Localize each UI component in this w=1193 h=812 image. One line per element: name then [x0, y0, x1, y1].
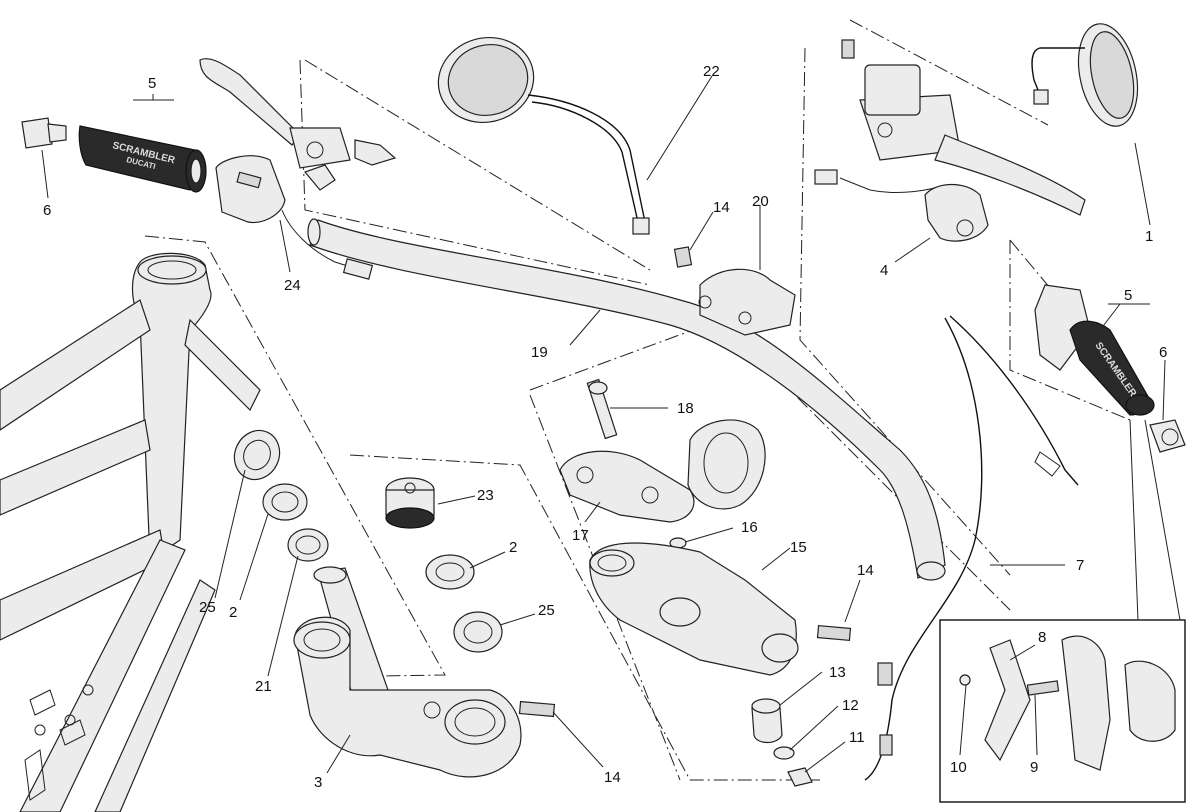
callout-14-right: 14: [857, 562, 874, 579]
callout-24: 24: [284, 277, 301, 294]
callout-21: 21: [255, 678, 272, 695]
callout-17: 17: [572, 527, 589, 544]
callout-5-left: 5: [148, 75, 156, 92]
callout-8: 8: [1038, 629, 1046, 646]
upper-clamp-group: [559, 378, 766, 549]
callout-20: 20: [752, 193, 769, 210]
callout-2-left: 2: [229, 604, 237, 621]
callout-3: 3: [314, 774, 322, 791]
callout-9: 9: [1030, 759, 1038, 776]
handlebar-clamp-top: [673, 246, 796, 336]
right-grip-assembly: SCRAMBLER: [814, 23, 1186, 453]
steering-stem-nut-group: [385, 477, 503, 653]
callout-4: 4: [880, 262, 888, 279]
callout-1: 1: [1145, 228, 1153, 245]
lower-triple-clamp: [293, 566, 556, 778]
callout-16: 16: [741, 519, 758, 536]
callout-labels: 1 2 2 3 4 5 5 6 6 7 8 9 10 11 12 13 14 1…: [43, 63, 1167, 791]
lower-stack-parts: [751, 698, 813, 787]
callout-2-middle: 2: [509, 539, 517, 556]
callout-19: 19: [531, 344, 548, 361]
steering-bearings-left: [233, 429, 329, 562]
callout-6-left: 6: [43, 202, 51, 219]
bar-end-cap-right: [1149, 419, 1186, 453]
callout-5-right: 5: [1124, 287, 1132, 304]
callout-13: 13: [829, 664, 846, 681]
callout-25-left: 25: [199, 599, 216, 616]
callout-25-middle: 25: [538, 602, 555, 619]
switch-left: [215, 155, 286, 224]
callout-11: 11: [849, 729, 865, 746]
callout-18: 18: [677, 400, 694, 417]
callout-14-top: 14: [713, 199, 730, 216]
frame: [0, 252, 261, 812]
callout-6-right: 6: [1159, 344, 1167, 361]
callout-22: 22: [703, 63, 720, 80]
callout-12: 12: [842, 697, 859, 714]
leader-lines: [41, 75, 1181, 774]
handlebar: [307, 218, 946, 581]
mirror-left: [437, 36, 650, 235]
callout-7: 7: [1076, 557, 1084, 574]
switch-right: [924, 183, 989, 242]
left-grip-assembly: SCRAMBLER DUCATI: [21, 58, 397, 280]
inset-detail: [939, 619, 1186, 803]
throttle-cable: [864, 315, 1079, 781]
callout-15: 15: [790, 539, 807, 556]
callout-14-bottom: 14: [604, 769, 621, 786]
callout-23: 23: [477, 487, 494, 504]
callout-10: 10: [950, 759, 967, 776]
clutch-lever: [199, 58, 301, 146]
upper-triple-clamp: [589, 542, 852, 676]
bar-end-cap-left: [21, 117, 53, 149]
